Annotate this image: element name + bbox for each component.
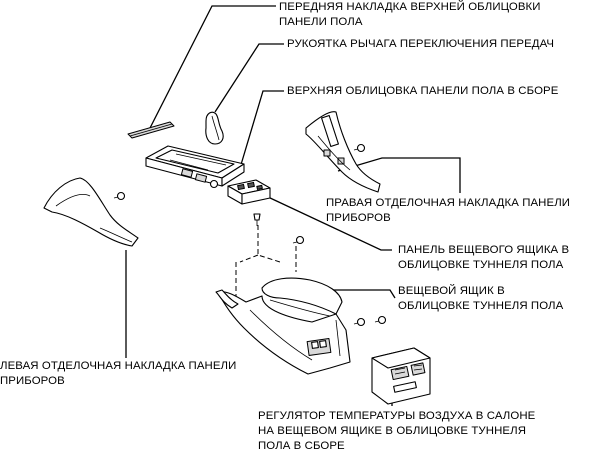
label-console-box-line-1: ВЕЩЕВОЙ ЯЩИК В xyxy=(398,285,505,297)
label-shift-knob: РУКОЯТКА РЫЧАГА ПЕРЕКЛЮЧЕНИЯ ПЕРЕДАЧ xyxy=(287,37,554,52)
leader-console-box xyxy=(320,289,396,299)
label-console-box: ВЕЩЕВОЙ ЯЩИК В ОБЛИЦОВКЕ ТУННЕЛЯ ПОЛА xyxy=(398,284,563,314)
upper-panel-assembly-part xyxy=(145,145,245,189)
label-left-trim-line-2: ПРИБОРОВ xyxy=(0,375,65,387)
screw-right-trim xyxy=(353,143,366,153)
label-box-panel: ПАНЕЛЬ ВЕЩЕВОГО ЯЩИКА В ОБЛИЦОВКЕ ТУННЕЛ… xyxy=(398,243,569,273)
label-upper-panel-line-1: ВЕРХНЯЯ ОБЛИЦОВКА ПАНЕЛИ ПОЛА В СБОРЕ xyxy=(287,85,559,97)
leader-lines xyxy=(125,5,461,406)
label-right-trim: ПРАВАЯ ОТДЕЛОЧНАЯ НАКЛАДКА ПАНЕЛИ ПРИБОР… xyxy=(326,196,570,226)
label-shift-knob-line-1: РУКОЯТКА РЫЧАГА ПЕРЕКЛЮЧЕНИЯ ПЕРЕДАЧ xyxy=(287,38,555,50)
screw-console-top xyxy=(292,235,305,245)
label-left-trim-line-1: ЛЕВАЯ ОТДЕЛОЧНАЯ НАКЛАДКА ПАНЕЛИ xyxy=(0,360,237,372)
right-trim-part xyxy=(305,111,381,193)
clip-part xyxy=(253,213,261,226)
leader-upper-panel xyxy=(239,90,284,169)
screws-console-right xyxy=(353,315,387,327)
label-box-panel-line-2: ОБЛИЦОВКЕ ТУННЕЛЯ ПОЛА xyxy=(398,259,564,271)
left-trim-part xyxy=(43,177,139,247)
leader-right-trim xyxy=(337,157,461,193)
label-right-trim-line-2: ПРИБОРОВ xyxy=(326,212,391,224)
leader-box-panel xyxy=(267,196,392,251)
label-right-trim-line-1: ПРАВАЯ ОТДЕЛОЧНАЯ НАКЛАДКА ПАНЕЛИ xyxy=(326,197,571,209)
label-front-upper-trim: ПЕРЕДНЯЯ НАКЛАДКА ВЕРХНЕЙ ОБЛИЦОВКИ ПАНЕ… xyxy=(279,0,541,30)
label-temp-control: РЕГУЛЯТОР ТЕМПЕРАТУРЫ ВОЗДУХА В САЛОНЕ Н… xyxy=(258,409,535,454)
box-panel-part xyxy=(227,179,271,205)
label-temp-control-line-3: ПОЛА В СБОРЕ xyxy=(258,440,345,452)
temp-control-part xyxy=(371,347,431,405)
screw-left-trim xyxy=(113,191,126,201)
front-upper-trim-part xyxy=(127,121,175,139)
label-front-upper-trim-line-2: ПАНЕЛИ ПОЛА xyxy=(279,16,363,28)
label-box-panel-line-1: ПАНЕЛЬ ВЕЩЕВОГО ЯЩИКА В xyxy=(398,244,570,256)
shift-knob-part xyxy=(205,111,224,145)
label-front-upper-trim-line-1: ПЕРЕДНЯЯ НАКЛАДКА ВЕРХНЕЙ ОБЛИЦОВКИ xyxy=(279,1,541,13)
label-left-trim: ЛЕВАЯ ОТДЕЛОЧНАЯ НАКЛАДКА ПАНЕЛИ ПРИБОРО… xyxy=(0,359,236,389)
leader-front-upper-trim xyxy=(149,5,276,129)
label-upper-panel-assembly: ВЕРХНЯЯ ОБЛИЦОВКА ПАНЕЛИ ПОЛА В СБОРЕ xyxy=(287,84,558,99)
label-temp-control-line-1: РЕГУЛЯТОР ТЕМПЕРАТУРЫ ВОЗДУХА В САЛОНЕ xyxy=(258,410,536,422)
console-box-part xyxy=(215,277,351,375)
label-temp-control-line-2: НА ВЕЩЕВОМ ЯЩИКЕ В ОБЛИЦОВКЕ ТУННЕЛЯ xyxy=(258,425,527,437)
leader-shift-knob xyxy=(214,43,284,113)
label-console-box-line-2: ОБЛИЦОВКЕ ТУННЕЛЯ ПОЛА xyxy=(398,300,564,312)
